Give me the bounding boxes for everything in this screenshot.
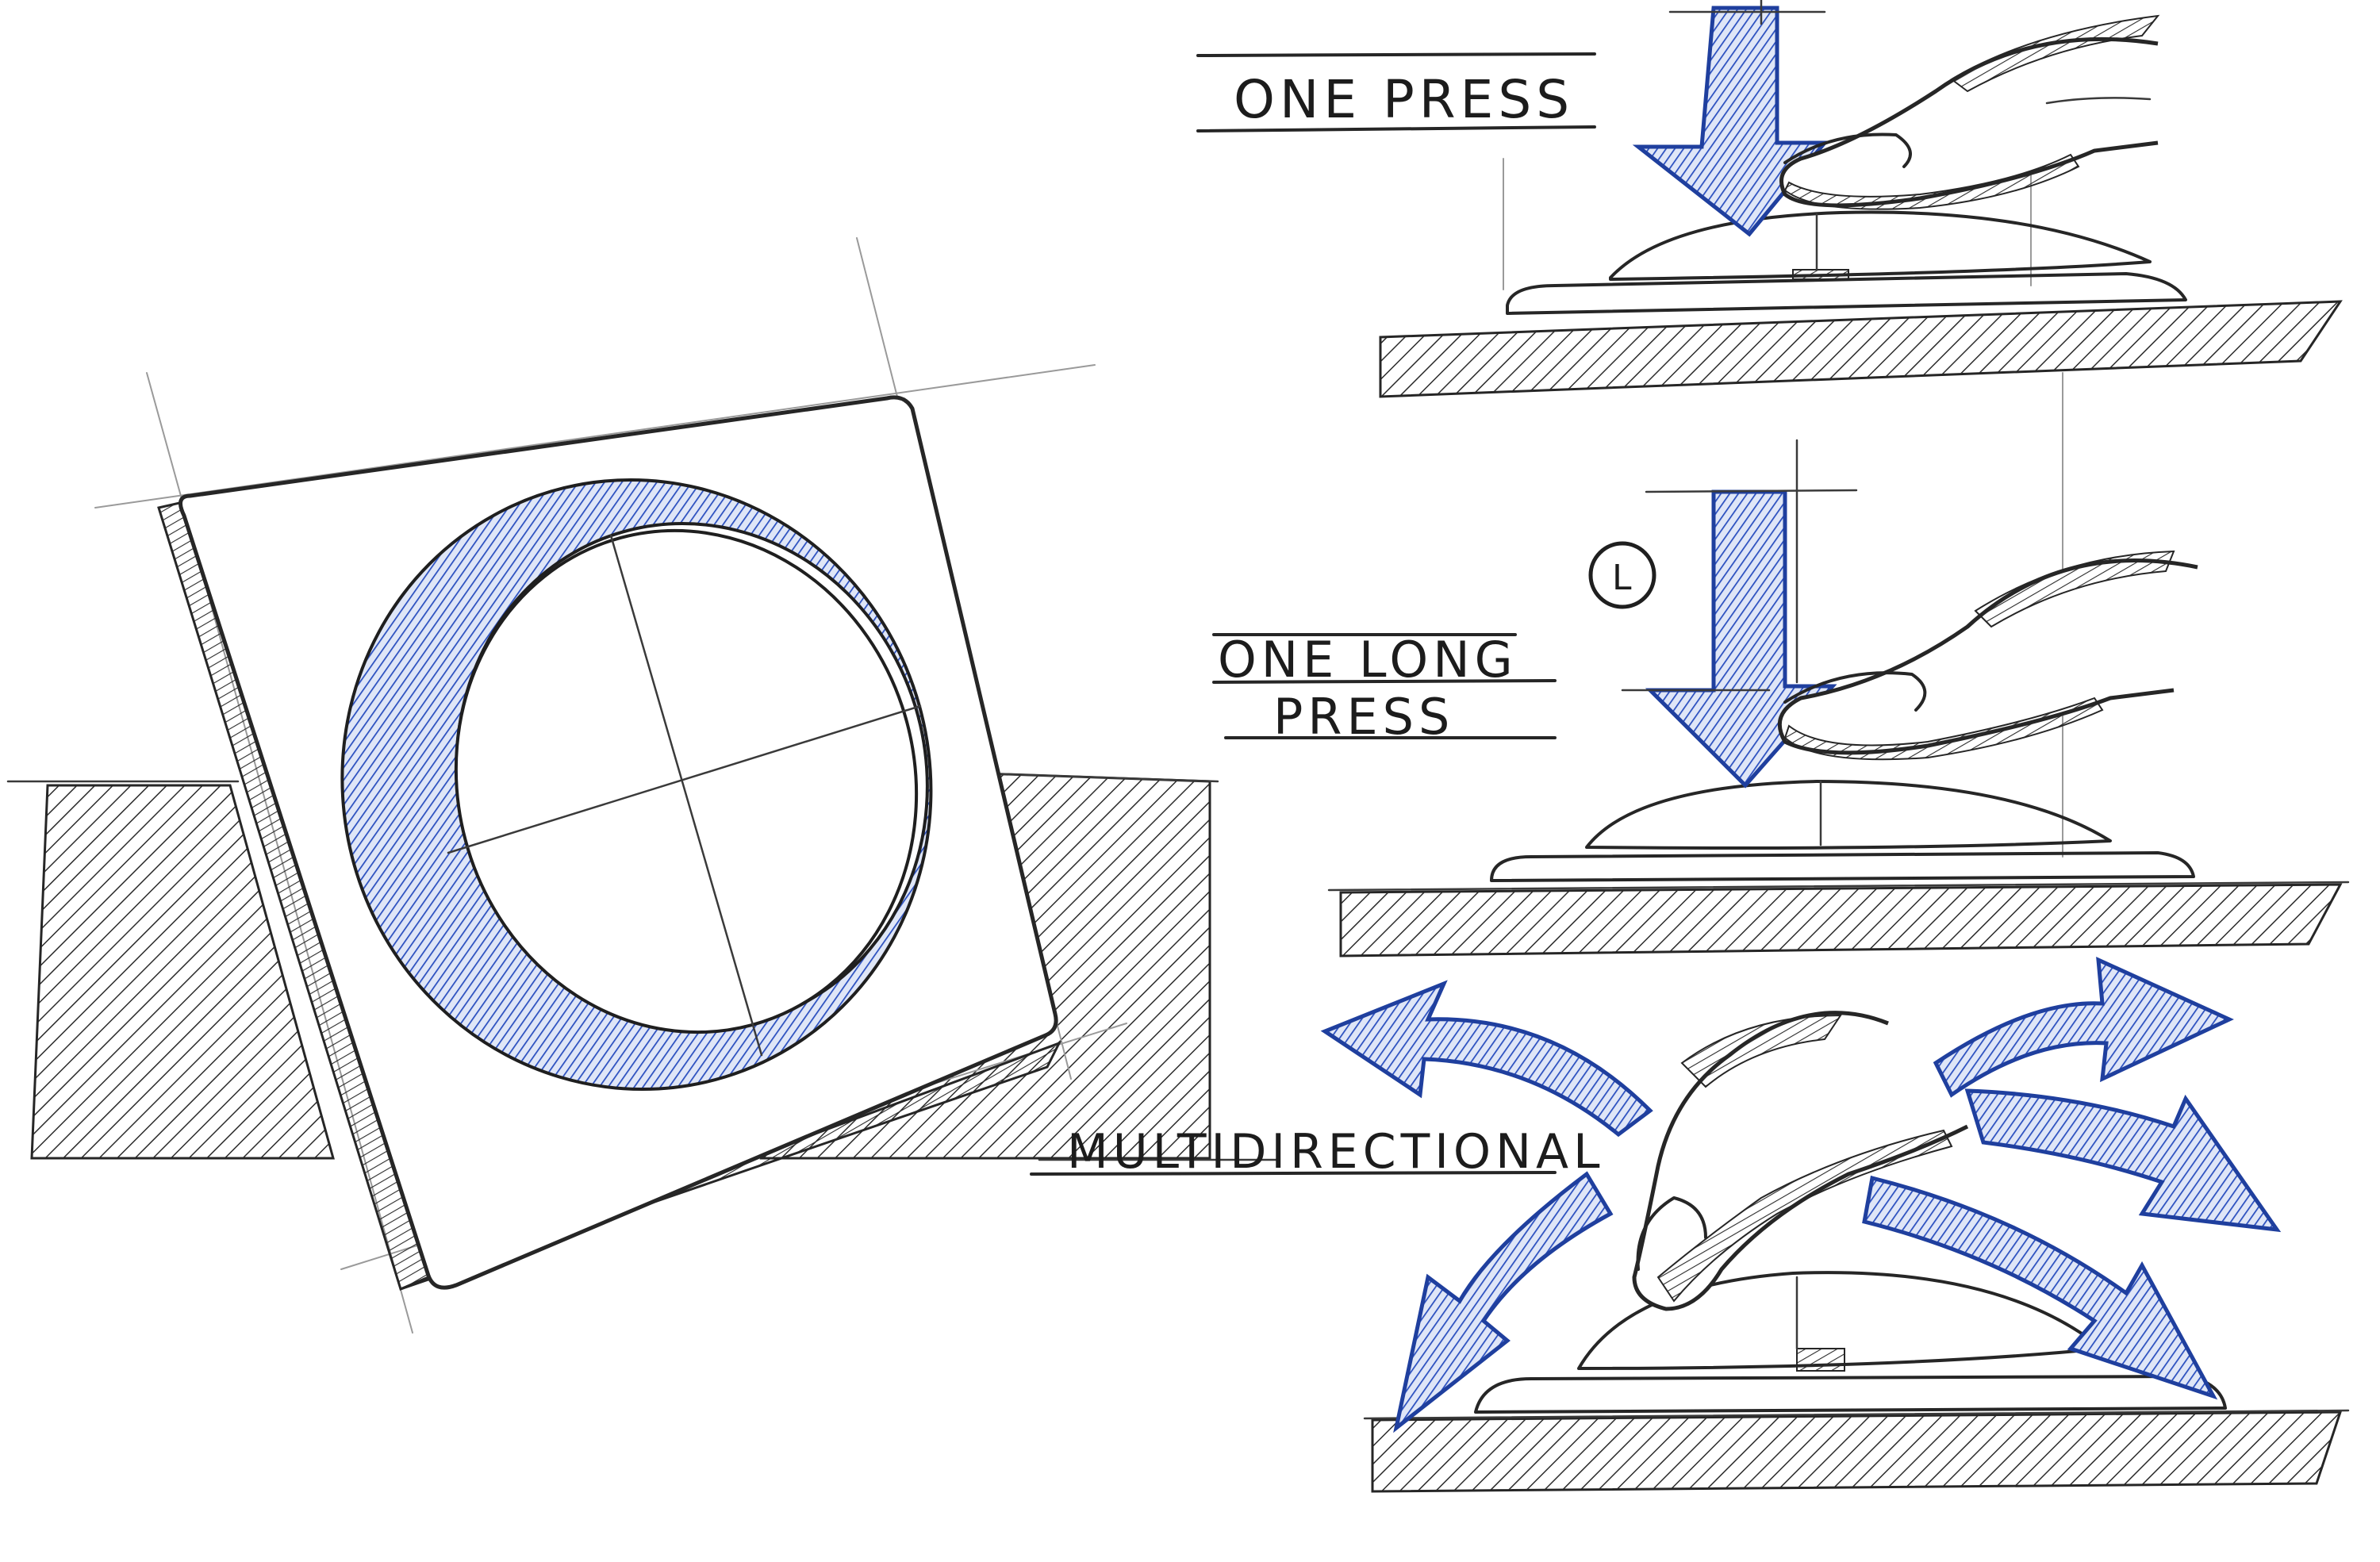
surface (1371, 1410, 2343, 1493)
one-long-press-label-line1: ONE LONG (1218, 631, 1518, 689)
finger-icon (1777, 558, 2198, 755)
main-product-view (6, 237, 1279, 1334)
finger-icon (1779, 36, 2159, 208)
one-long-press-panel: L ONE LONG PRESS (1212, 372, 2350, 958)
arrow-down-left-icon (1393, 1171, 1614, 1433)
svg-text:L: L (1612, 558, 1632, 598)
one-press-panel: ONE PRESS (1196, 0, 2343, 398)
one-press-label: ONE PRESS (1234, 69, 1574, 130)
multidirectional-label: MULTIDIRECTIONAL (1067, 1124, 1605, 1180)
arrow-right-icon (1964, 1088, 2282, 1233)
one-long-press-label-line2: PRESS (1273, 688, 1454, 746)
clock-icon: L (1588, 541, 1656, 609)
multidirectional-panel: MULTIDIRECTIONAL (1030, 956, 2350, 1493)
surface (1339, 883, 2343, 958)
surface (1379, 300, 2343, 398)
button-disc (454, 528, 919, 1034)
wall-left (30, 784, 335, 1160)
arrow-down-right-icon (1862, 1175, 2218, 1400)
arrow-up-right-icon (1933, 956, 2234, 1098)
arrow-up-left-icon (1320, 980, 1653, 1138)
